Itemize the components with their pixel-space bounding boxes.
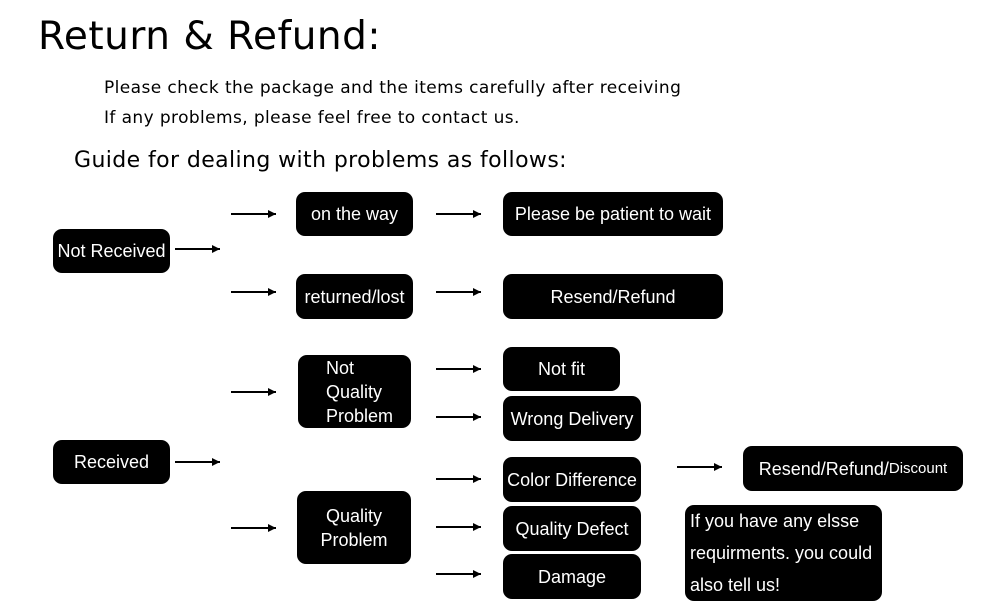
node-quality-defect: Quality Defect [503, 506, 641, 551]
node-other-requirements: If you have any elsse requirments. you c… [685, 505, 882, 601]
guide-heading: Guide for dealing with problems as follo… [74, 148, 567, 173]
node-not-quality-problem: Not Quality Problem [298, 355, 411, 428]
node-not-fit: Not fit [503, 347, 620, 391]
node-on-the-way: on the way [296, 192, 413, 236]
node-patient-wait: Please be patient to wait [503, 192, 723, 236]
discount-label: Discount [888, 459, 948, 477]
node-quality-problem: Quality Problem [297, 491, 411, 564]
intro-line-2: If any problems, please feel free to con… [104, 108, 520, 128]
node-resend-refund-discount: Resend/Refund/Discount [743, 446, 963, 491]
node-color-difference: Color Difference [503, 457, 641, 502]
node-returned-lost: returned/lost [296, 274, 413, 319]
page-title: Return & Refund: [38, 14, 382, 59]
node-resend-refund: Resend/Refund [503, 274, 723, 319]
node-not-received: Not Received [53, 229, 170, 273]
node-damage: Damage [503, 554, 641, 599]
intro-line-1: Please check the package and the items c… [104, 78, 682, 98]
resend-refund-label: Resend/Refund/ [758, 458, 889, 479]
node-received: Received [53, 440, 170, 484]
node-wrong-delivery: Wrong Delivery [503, 396, 641, 441]
